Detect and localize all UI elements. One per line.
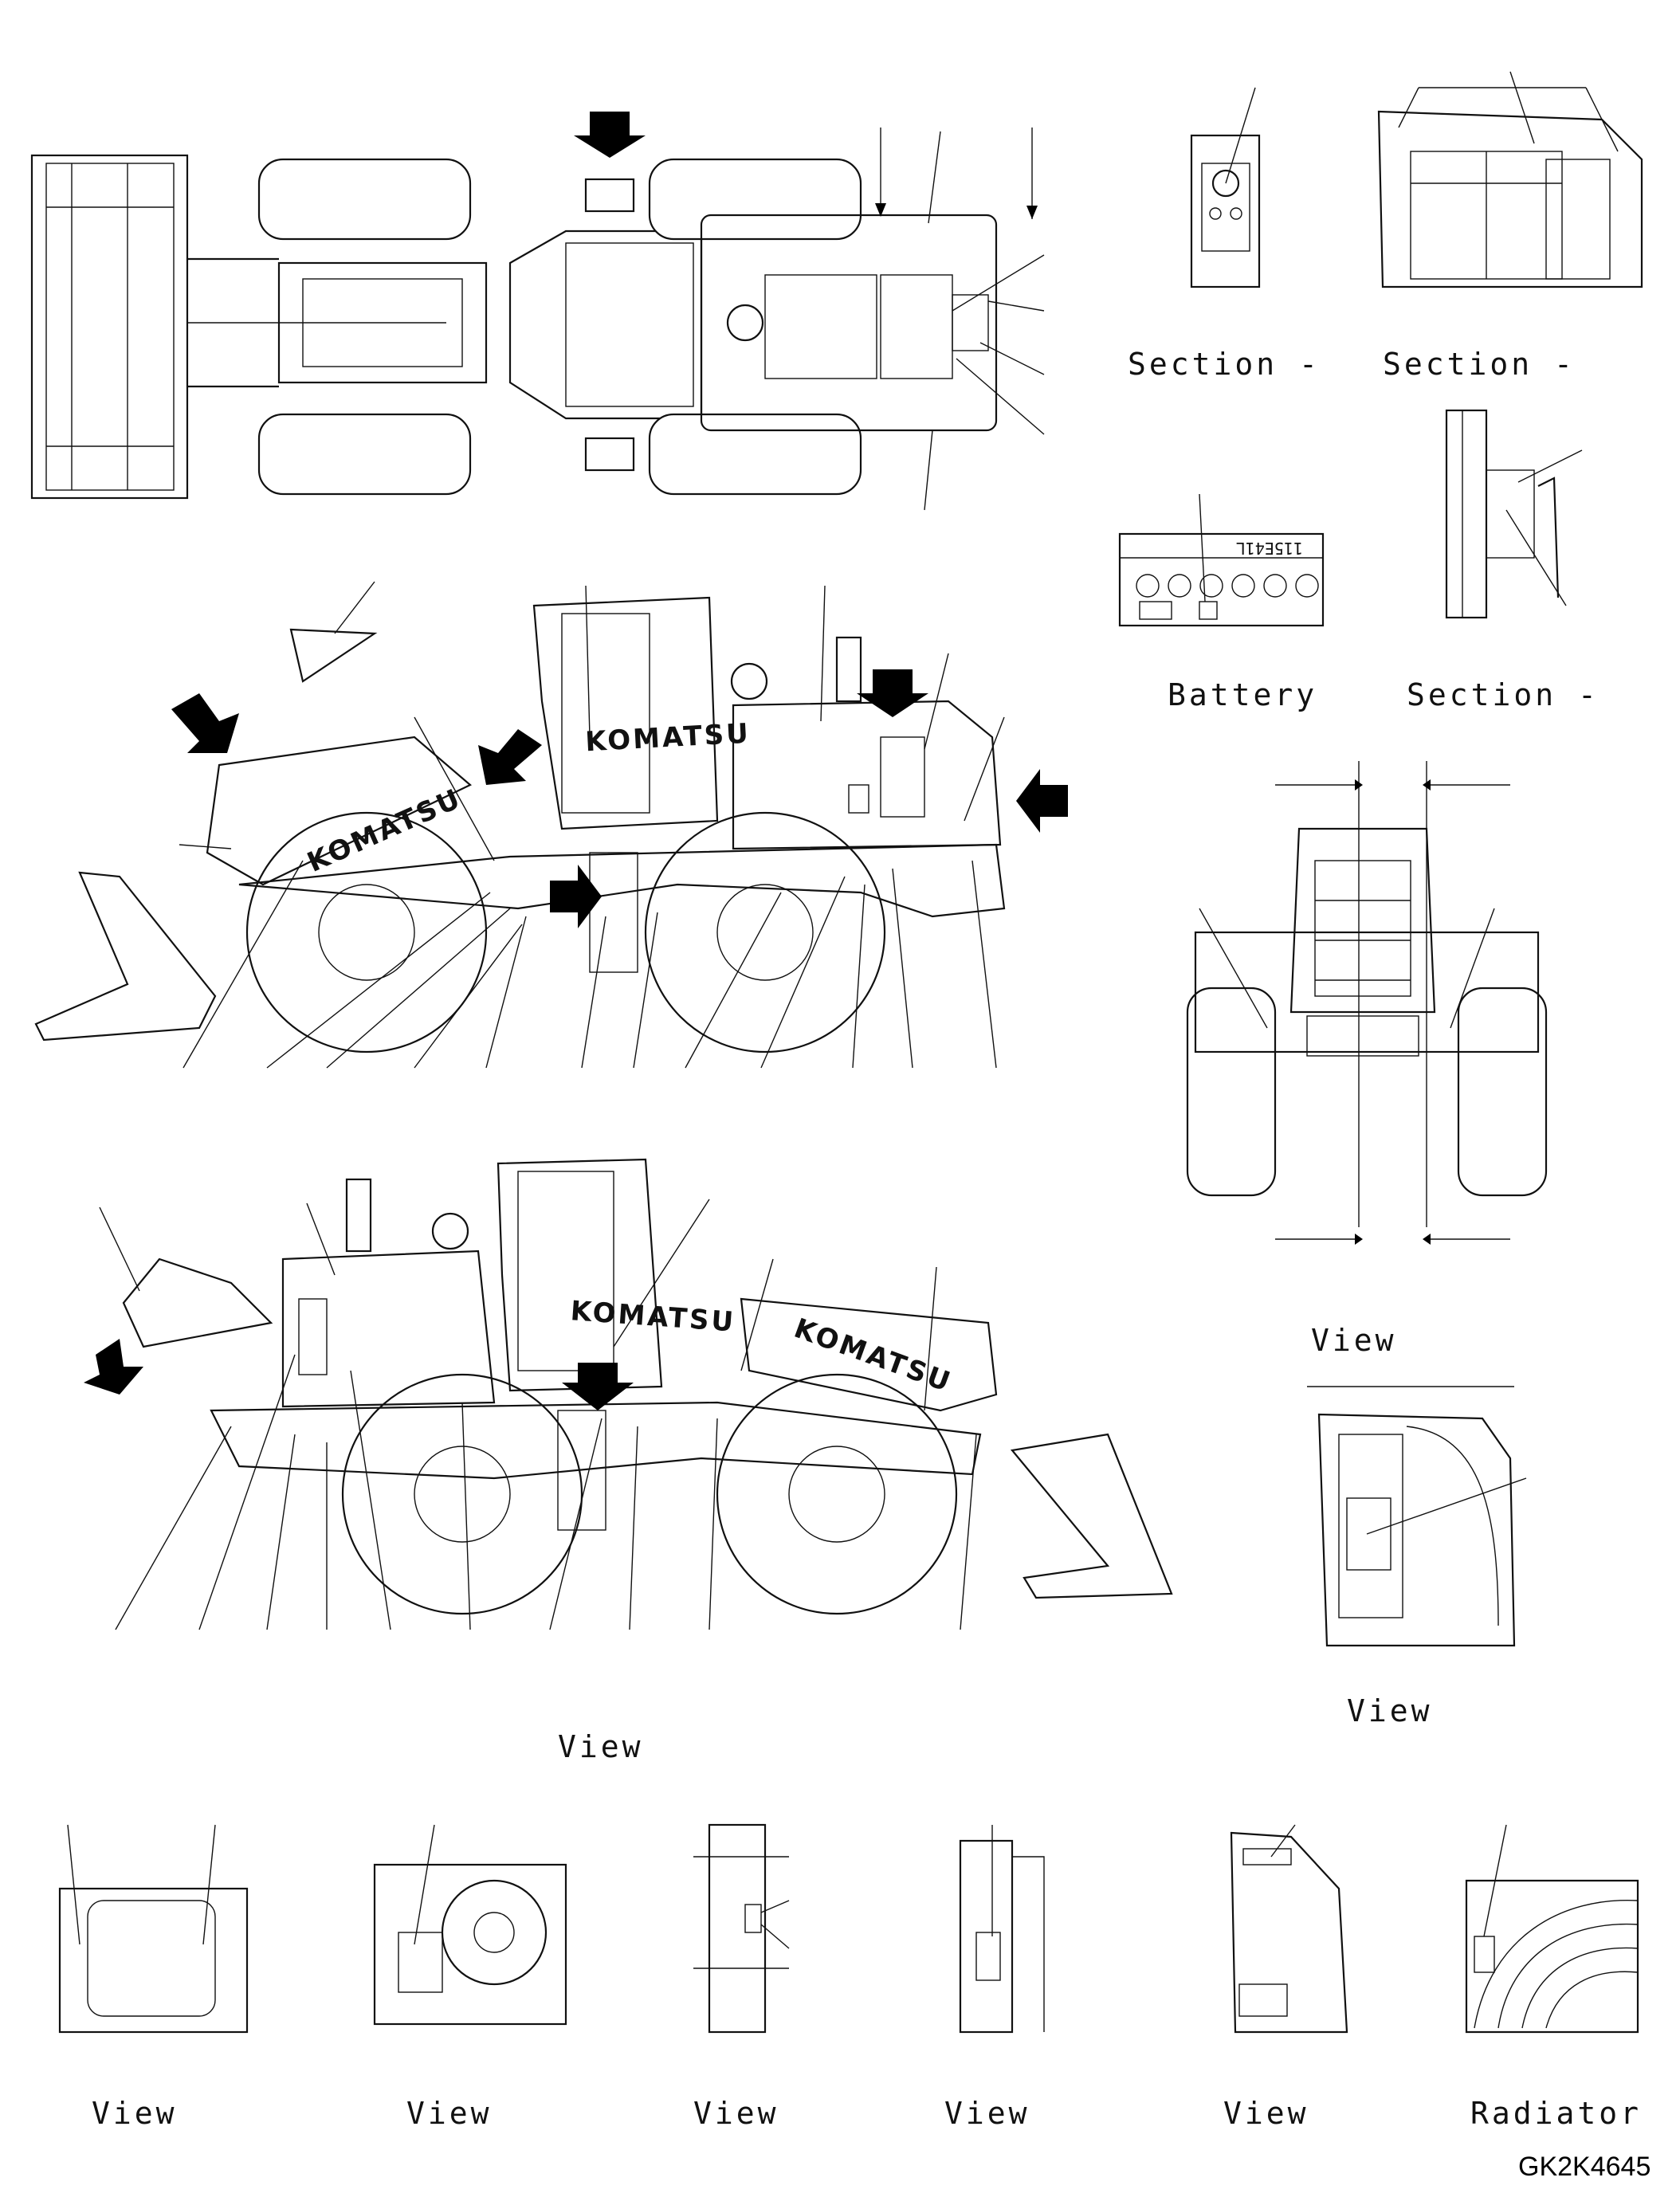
battery-detail: 115E41L (1118, 493, 1325, 627)
caption-view-2: View (406, 2096, 493, 2131)
caption-section-a: Section - (1128, 347, 1321, 382)
drawing-code: GK2K4645 (1518, 2152, 1651, 2182)
detail-view-5 (1230, 1824, 1348, 2034)
detail-view-2 (373, 1824, 567, 2026)
section-detail-b (1377, 71, 1643, 288)
caption-view-5: View (1223, 2096, 1309, 2131)
radiator-detail (1465, 1824, 1639, 2034)
arrow-diagonal-icon (84, 1339, 143, 1395)
side-view-loader-lower: KOMATSU KOMATSU (84, 1158, 1173, 1630)
detail-view-3 (693, 1823, 790, 2034)
caption-view-left-side: View (558, 1729, 644, 1764)
caption-battery: Battery (1168, 677, 1317, 712)
detail-view-1 (58, 1824, 249, 2034)
top-view-loader (30, 112, 1045, 511)
side-view-loader-upper: KOMATSU KOMATSU (34, 581, 1068, 1069)
detail-view-4 (959, 1825, 1045, 2034)
caption-radiator: Radiator (1470, 2096, 1642, 2131)
caption-section-b: Section - (1383, 347, 1576, 382)
rear-detail-view (1307, 1386, 1527, 1647)
caption-view-1: View (92, 2096, 178, 2131)
section-detail-a (1190, 87, 1261, 288)
caption-view-4: View (944, 2096, 1030, 2131)
front-view-loader (1186, 761, 1548, 1245)
battery-model-label: 115E41L (1236, 539, 1303, 558)
brand-text-cab-2: KOMATSU (570, 1295, 737, 1338)
caption-section-c: Section - (1407, 677, 1600, 712)
caption-view-3: View (693, 2096, 779, 2131)
arrow-down-icon (574, 112, 646, 158)
arrow-left-icon (1016, 769, 1068, 833)
arrow-diagonal-icon (478, 729, 542, 785)
arrow-diagonal-icon (171, 693, 239, 753)
caption-view-front: View (1311, 1323, 1397, 1358)
arrow-down-icon (857, 669, 928, 717)
brand-text-cab-1: KOMATSU (584, 718, 751, 759)
arrow-right-icon (550, 865, 602, 928)
section-detail-c (1445, 409, 1583, 619)
arrow-down-icon (562, 1363, 634, 1410)
caption-view-rear-detail: View (1347, 1693, 1433, 1728)
